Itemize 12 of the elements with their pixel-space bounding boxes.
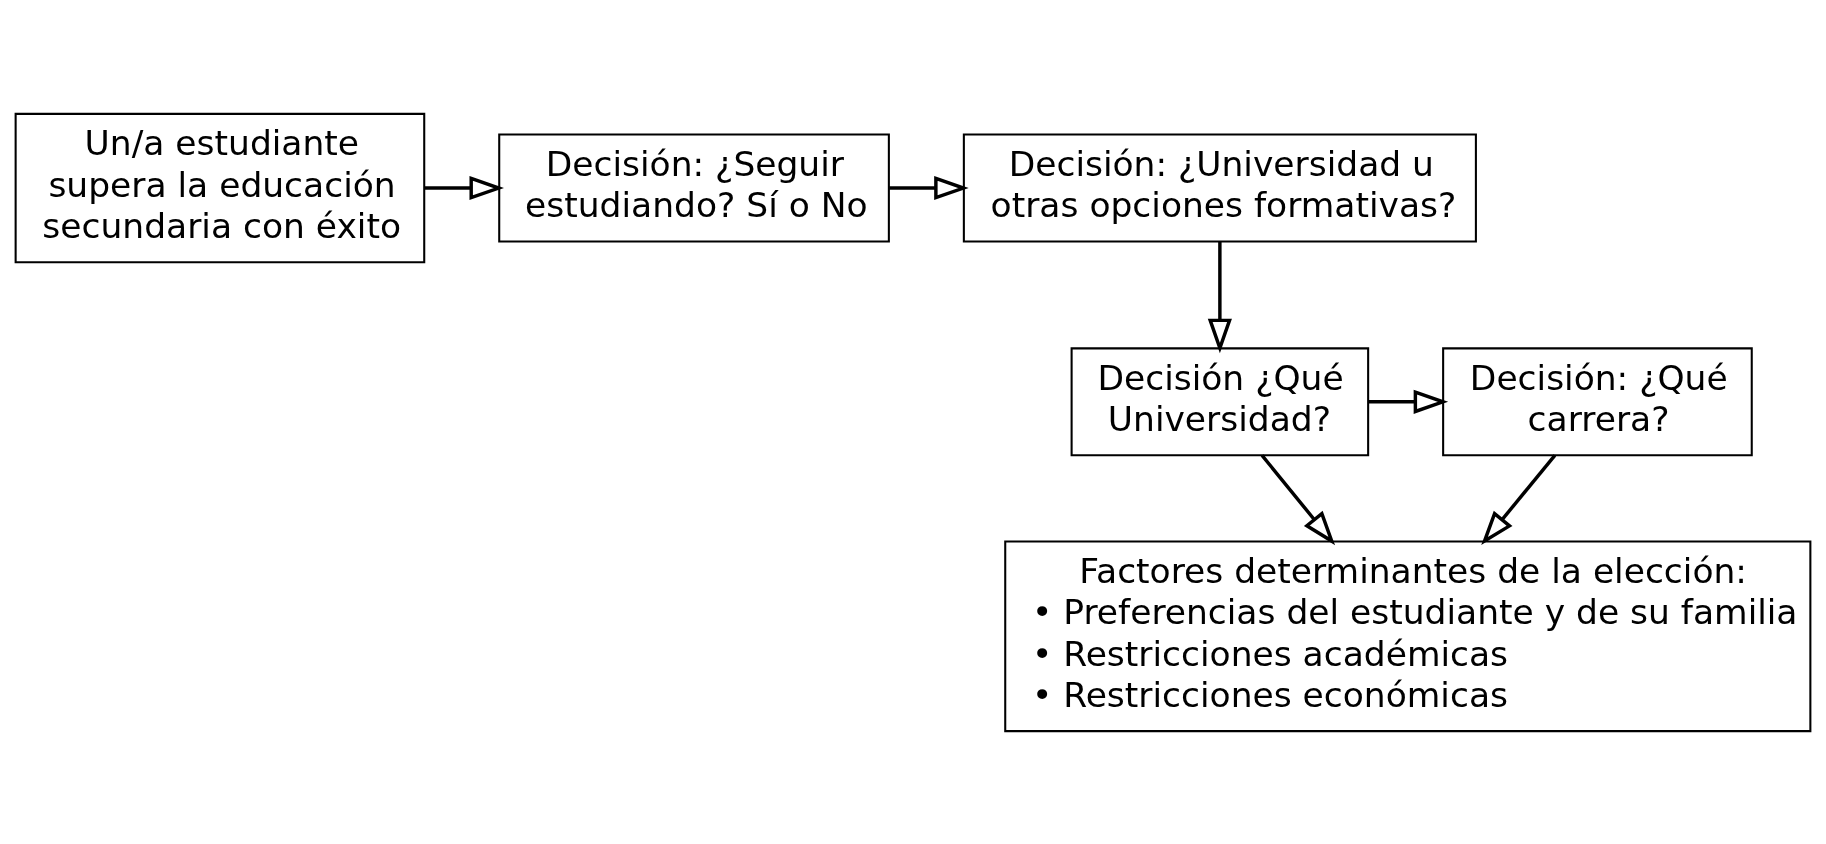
arrow bbox=[1368, 389, 1449, 414]
arrow bbox=[1260, 453, 1336, 545]
node-box: Decisión: ¿Universidad u otras opciones formativas? bbox=[962, 133, 1477, 242]
node-box: Factores determinantes de la elección: • Preferencias del estudiante y de su familia • Restricciones académicas • Restricciones económicas bbox=[1004, 539, 1812, 732]
node-box: Decisión: ¿Seguir estudiando? Sí o No bbox=[498, 133, 890, 242]
arrow bbox=[889, 175, 969, 200]
arrow bbox=[424, 175, 504, 200]
node-box: Un/a estudiante supera la educación secundaria con éxito bbox=[14, 112, 426, 263]
node-box: Decisión: ¿Qué carrera? bbox=[1442, 346, 1753, 456]
arrow bbox=[1481, 453, 1557, 545]
node-box: Decisión ¿Qué Universidad? bbox=[1070, 346, 1370, 456]
arrow bbox=[1207, 241, 1232, 353]
